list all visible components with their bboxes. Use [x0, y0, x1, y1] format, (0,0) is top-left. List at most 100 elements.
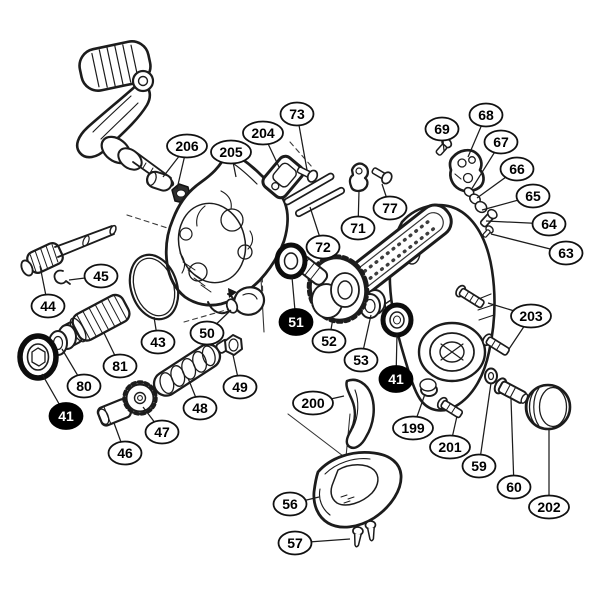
svg-text:77: 77: [382, 200, 398, 216]
ball-bearing-left: [17, 333, 59, 381]
callout-201: 201: [429, 434, 471, 460]
callout-49: 49: [222, 374, 258, 400]
callout-200: 200: [292, 390, 334, 416]
callout-71: 71: [340, 215, 376, 241]
bail-arm-bracket: [448, 148, 485, 193]
callout-47: 47: [144, 419, 180, 445]
stopper-clamp: [261, 154, 305, 200]
svg-text:41: 41: [388, 371, 404, 387]
svg-text:56: 56: [282, 496, 298, 512]
handle-bolt: [493, 377, 529, 404]
callout-51: 51: [278, 308, 314, 336]
svg-text:202: 202: [537, 499, 561, 515]
callout-67: 67: [483, 129, 519, 155]
svg-text:68: 68: [478, 107, 494, 123]
body-screw-upper: [455, 284, 485, 309]
crank-shaft: [20, 224, 117, 277]
svg-text:203: 203: [519, 308, 543, 324]
svg-text:63: 63: [558, 245, 574, 261]
callout-44: 44: [30, 293, 66, 319]
drive-gear: [294, 254, 370, 324]
svg-text:69: 69: [434, 121, 450, 137]
svg-text:59: 59: [471, 458, 487, 474]
svg-text:57: 57: [287, 535, 303, 551]
svg-text:52: 52: [321, 333, 337, 349]
svg-text:43: 43: [150, 334, 166, 350]
svg-text:204: 204: [251, 125, 275, 141]
handle-assembly: [75, 40, 175, 187]
housing-cover: [233, 286, 266, 316]
callout-41: 41: [378, 365, 414, 393]
callout-72: 72: [305, 234, 341, 260]
callout-204: 204: [242, 120, 284, 146]
svg-text:67: 67: [493, 134, 509, 150]
callout-69: 69: [424, 116, 460, 142]
svg-text:41: 41: [58, 408, 74, 424]
svg-text:71: 71: [350, 220, 366, 236]
body-guard: [312, 451, 403, 529]
leader-line-59: [478, 382, 492, 467]
svg-text:51: 51: [288, 314, 304, 330]
svg-text:47: 47: [154, 424, 170, 440]
leader-line-60: [510, 398, 515, 488]
svg-text:53: 53: [353, 352, 369, 368]
callout-64: 64: [531, 211, 567, 237]
callout-202: 202: [528, 494, 570, 520]
callout-66: 66: [499, 156, 535, 182]
callout-57: 57: [277, 530, 313, 556]
callout-199: 199: [392, 415, 434, 441]
drag-washer-ring: [128, 253, 180, 321]
ball-bearing-mid: [274, 242, 308, 280]
washer-small: [484, 367, 498, 385]
callout-53: 53: [343, 347, 379, 373]
shaft-nut: [224, 334, 243, 356]
svg-text:81: 81: [112, 358, 128, 374]
svg-text:206: 206: [175, 138, 199, 154]
guard-screws: [352, 520, 377, 548]
svg-text:66: 66: [509, 161, 525, 177]
svg-text:45: 45: [93, 268, 109, 284]
svg-text:46: 46: [117, 445, 133, 461]
lever-screw: [371, 167, 393, 185]
callout-56: 56: [272, 491, 308, 517]
svg-text:48: 48: [192, 400, 208, 416]
callout-52: 52: [311, 328, 347, 354]
callout-43: 43: [140, 329, 176, 355]
svg-text:201: 201: [438, 439, 462, 455]
callout-63: 63: [548, 240, 584, 266]
svg-text:80: 80: [76, 378, 92, 394]
ball-bearing-right: [380, 302, 414, 338]
callout-59: 59: [461, 453, 497, 479]
rotor-screw: [436, 396, 464, 419]
callout-77: 77: [372, 195, 408, 221]
callout-205: 205: [210, 139, 252, 165]
oscillating-gear: [122, 380, 158, 416]
callout-60: 60: [496, 474, 532, 500]
callout-48: 48: [182, 395, 218, 421]
callout-80: 80: [66, 373, 102, 399]
arm-lever: [348, 162, 370, 193]
callout-labels: 7320420520669686766656463777172454443508…: [30, 101, 584, 556]
svg-text:49: 49: [232, 379, 248, 395]
worm-shaft: [152, 338, 232, 397]
bail-arm-blade: [345, 378, 375, 450]
svg-text:64: 64: [541, 216, 557, 232]
handle-cap: [524, 383, 572, 431]
svg-text:65: 65: [525, 188, 541, 204]
callout-65: 65: [515, 183, 551, 209]
body-screw-mid: [482, 333, 510, 356]
svg-text:73: 73: [289, 106, 305, 122]
callout-81: 81: [102, 353, 138, 379]
svg-text:205: 205: [219, 144, 243, 160]
shaft-washer: [225, 298, 239, 314]
callout-45: 45: [83, 263, 119, 289]
callout-73: 73: [279, 101, 315, 127]
clamp-screw: [296, 166, 319, 183]
callout-46: 46: [107, 440, 143, 466]
svg-text:200: 200: [301, 395, 325, 411]
callout-203: 203: [510, 303, 552, 329]
svg-text:199: 199: [401, 420, 425, 436]
svg-text:44: 44: [40, 298, 56, 314]
